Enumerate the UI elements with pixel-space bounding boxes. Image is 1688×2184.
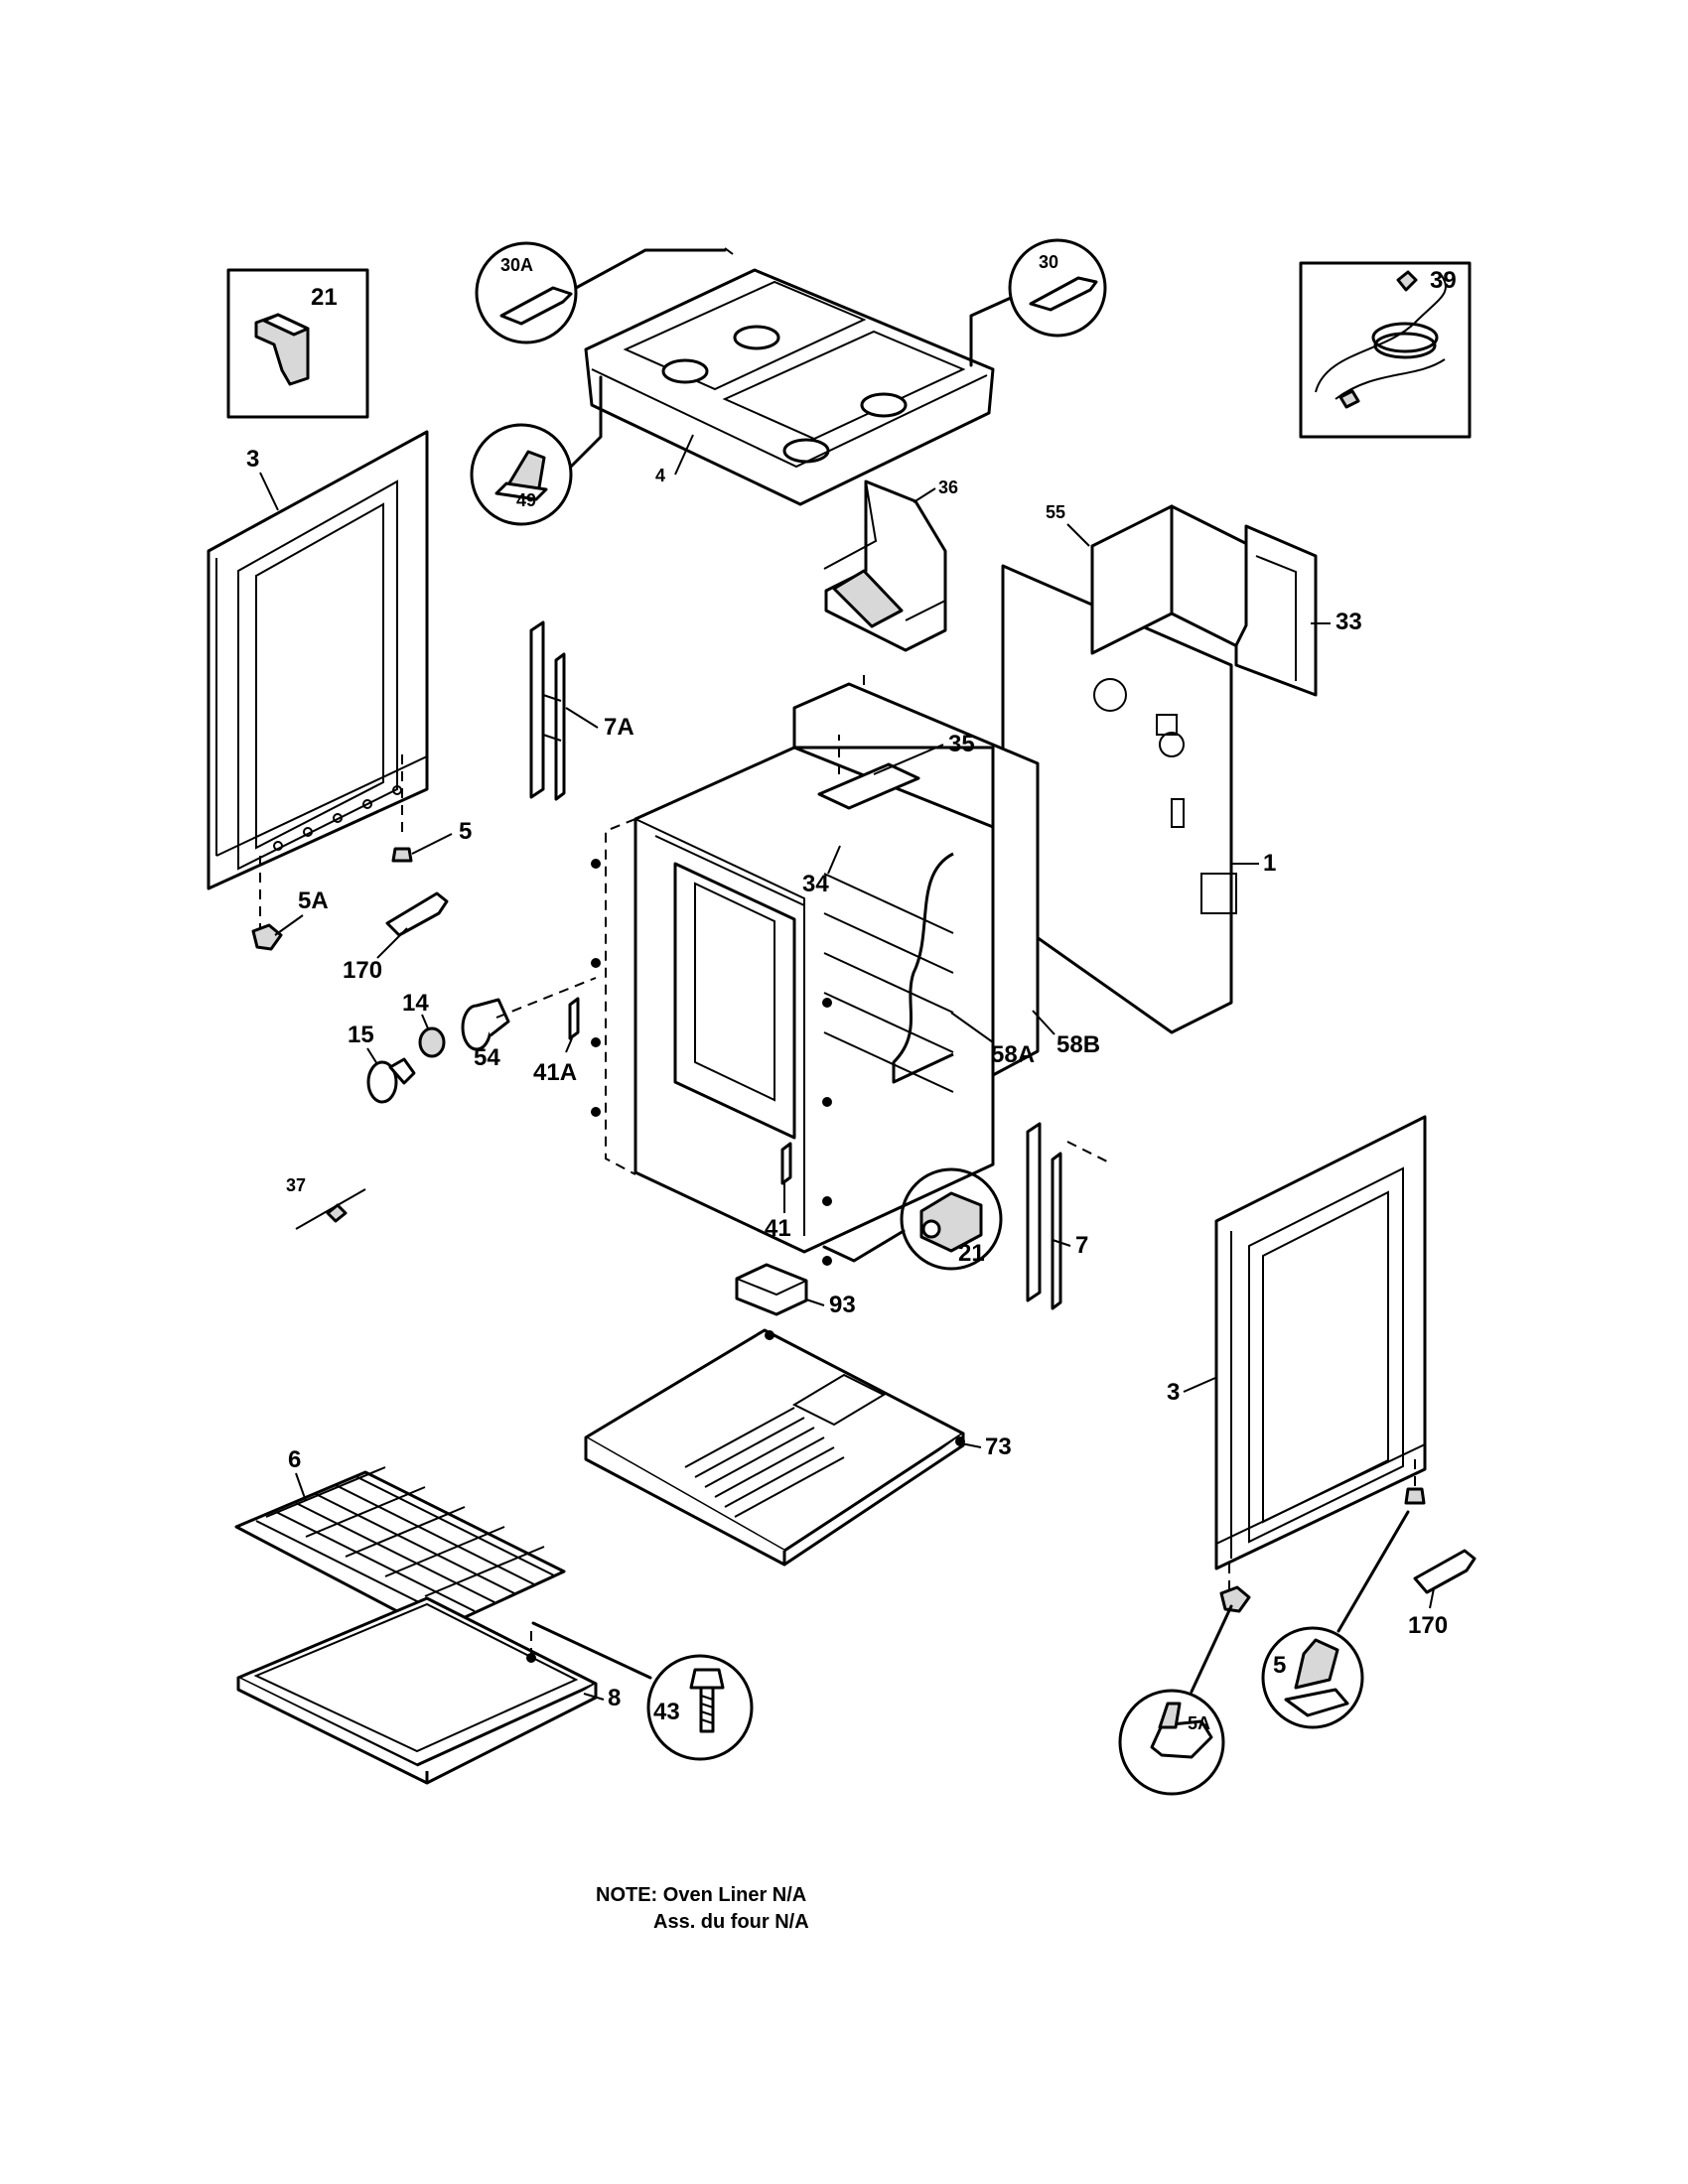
callout-30: 30	[1039, 252, 1058, 272]
part-21-circle: 21	[822, 1167, 1003, 1271]
light-assembly: 15 14 54	[348, 977, 597, 1104]
part-30-circle: 30	[969, 238, 1107, 367]
callout-73: 73	[985, 1433, 1012, 1460]
callout-58A: 58A	[991, 1041, 1035, 1068]
callout-5-top: 5	[459, 818, 472, 845]
part-49-circle: 49	[470, 375, 603, 526]
part-3-left-side-panel: 3	[207, 430, 429, 890]
parts-right-levelers: 170 5 5A	[1118, 1459, 1477, 1796]
callout-7A: 7A	[604, 714, 634, 741]
callout-34: 34	[802, 871, 829, 897]
note-line-2: Ass. du four N/A	[653, 1911, 809, 1933]
part-21-box: 21	[226, 268, 369, 419]
callout-170-left: 170	[343, 957, 382, 984]
callout-5-circle: 5	[1273, 1652, 1286, 1679]
callout-41: 41	[765, 1215, 791, 1242]
callout-21-circle: 21	[958, 1240, 985, 1267]
part-4-cooktop-pan: 4	[584, 268, 995, 506]
callout-30A: 30A	[500, 255, 533, 275]
callout-36: 36	[938, 478, 958, 497]
part-73-bottom-pan: 73	[584, 1328, 1012, 1567]
part-43-circle: 43	[531, 1621, 754, 1761]
callout-4: 4	[655, 466, 665, 485]
diagram-note: NOTE: Oven Liner N/A Ass. du four N/A	[596, 1884, 809, 1933]
callout-3-right: 3	[1167, 1379, 1180, 1406]
oven-body: 35 34 58A 58B	[591, 682, 1100, 1266]
callout-54: 54	[474, 1044, 500, 1071]
callout-1: 1	[1263, 850, 1276, 877]
note-line-1: NOTE: Oven Liner N/A	[596, 1884, 806, 1906]
part-3-right-side-panel: 3	[1167, 1115, 1427, 1570]
callout-35: 35	[948, 731, 975, 757]
callout-170-right: 170	[1408, 1612, 1448, 1639]
callout-14: 14	[402, 990, 429, 1017]
callout-33: 33	[1336, 609, 1362, 635]
callout-58B: 58B	[1056, 1031, 1100, 1058]
callout-6: 6	[288, 1446, 301, 1473]
part-30A-circle: 30A	[475, 241, 734, 344]
callout-41A: 41A	[533, 1059, 577, 1086]
parts-left-levelers: 5 5A 170	[251, 754, 472, 984]
part-1-back-panel: 55 1	[1001, 502, 1276, 1034]
part-7A-hinge: 7A	[529, 620, 634, 801]
parts-41-brackets: 41A 41	[533, 997, 792, 1242]
part-93: 93	[735, 1263, 856, 1318]
part-7-hinge: 7	[1026, 1122, 1108, 1310]
callout-43: 43	[653, 1699, 680, 1725]
callout-93: 93	[829, 1292, 856, 1318]
callout-55: 55	[1046, 502, 1065, 522]
callout-37: 37	[286, 1175, 306, 1195]
callout-39: 39	[1430, 267, 1457, 294]
part-37: 37	[286, 1175, 366, 1230]
callout-7: 7	[1075, 1232, 1088, 1259]
callout-3-left: 3	[246, 446, 259, 473]
callout-49: 49	[516, 490, 536, 510]
callout-5A-top: 5A	[298, 887, 329, 914]
part-36-vent: 36	[823, 478, 958, 725]
part-33-bracket: 33	[1234, 524, 1362, 697]
part-39-box: 39	[1299, 261, 1472, 439]
callout-15: 15	[348, 1022, 374, 1048]
part-8-bottom: 8	[236, 1596, 621, 1785]
callout-21-box: 21	[311, 284, 338, 311]
callout-8: 8	[608, 1685, 621, 1711]
part-6-oven-rack: 6	[234, 1446, 566, 1633]
callout-5A-circle: 5A	[1188, 1713, 1210, 1733]
